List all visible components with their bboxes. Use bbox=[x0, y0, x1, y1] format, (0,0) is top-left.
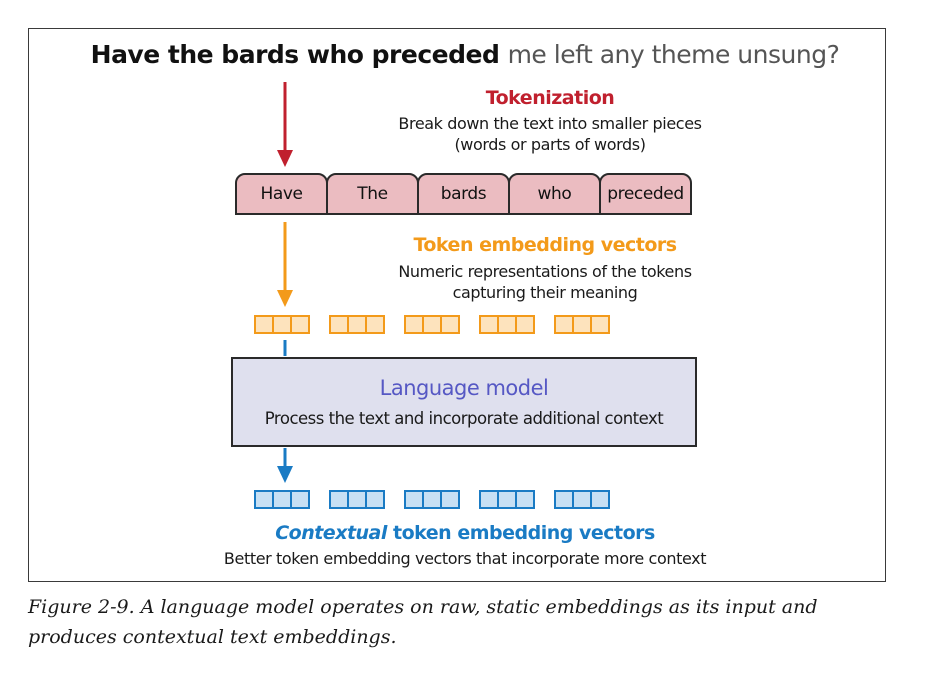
caption-line1: Figure 2-9. A language model operates on… bbox=[28, 596, 818, 618]
token-embedding-title: Token embedding vectors bbox=[413, 234, 677, 256]
token: preceded bbox=[599, 173, 692, 215]
contextual-title-rest: token embedding vectors bbox=[393, 522, 655, 544]
tokenization-desc-line1: Break down the text into smaller pieces bbox=[398, 114, 702, 133]
contextual-embedding-vector bbox=[554, 490, 610, 509]
token-embedding-desc-line1: Numeric representations of the tokens bbox=[398, 262, 692, 281]
static-vector-row bbox=[254, 315, 610, 334]
figure-frame bbox=[28, 28, 886, 582]
contextual-emphasis: Contextual bbox=[275, 522, 387, 544]
token: The bbox=[326, 173, 419, 215]
contextual-embedding-vector bbox=[254, 490, 310, 509]
static-embedding-vector bbox=[554, 315, 610, 334]
language-model-description: Process the text and incorporate additio… bbox=[264, 409, 664, 428]
tokenization-description: Break down the text into smaller pieces … bbox=[0, 113, 930, 155]
language-model-title: Language model bbox=[379, 376, 549, 400]
token: bards bbox=[417, 173, 510, 215]
input-sentence: Have the bards who preceded me left any … bbox=[0, 40, 930, 70]
contextual-embedding-description: Better token embedding vectors that inco… bbox=[223, 549, 707, 568]
sentence-remaining-part: me left any theme unsung? bbox=[507, 40, 840, 69]
sentence-tokenized-part: Have the bards who preceded bbox=[90, 40, 500, 69]
static-embedding-vector bbox=[329, 315, 385, 334]
token: Have bbox=[235, 173, 328, 215]
contextual-embedding-title: Contextual token embedding vectors bbox=[0, 521, 930, 545]
language-model-box: Language model Process the text and inco… bbox=[231, 357, 697, 447]
static-embedding-vector bbox=[254, 315, 310, 334]
token: who bbox=[508, 173, 601, 215]
figure-caption: Figure 2-9. A language model operates on… bbox=[28, 592, 888, 652]
tokenization-desc-line2: (words or parts of words) bbox=[454, 135, 646, 154]
token-row: Have The bards who preceded bbox=[235, 173, 692, 215]
contextual-embedding-vector bbox=[329, 490, 385, 509]
token-embedding-description: Numeric representations of the tokens ca… bbox=[0, 261, 930, 303]
contextual-embedding-vector bbox=[404, 490, 460, 509]
caption-line2: produces contextual text embeddings. bbox=[28, 626, 397, 648]
contextual-embedding-vector bbox=[479, 490, 535, 509]
static-embedding-vector bbox=[404, 315, 460, 334]
token-embedding-desc-line2: capturing their meaning bbox=[452, 283, 638, 302]
static-embedding-vector bbox=[479, 315, 535, 334]
tokenization-title: Tokenization bbox=[485, 87, 615, 109]
contextual-vector-row bbox=[254, 490, 610, 509]
